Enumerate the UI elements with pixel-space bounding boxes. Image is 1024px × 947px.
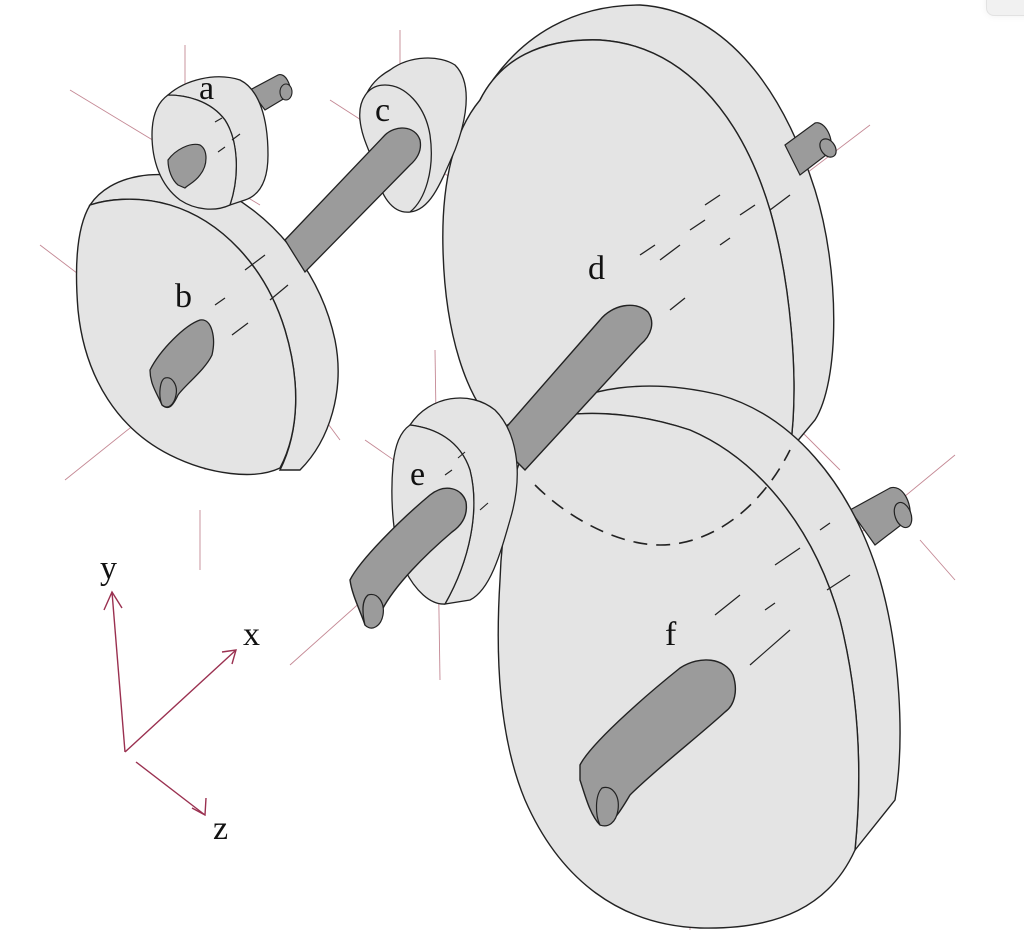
gear-e <box>349 397 518 629</box>
shaft-d <box>494 304 653 472</box>
corner-tab <box>986 0 1024 16</box>
y-axis-arrow <box>103 590 126 753</box>
label-gear-d: d <box>588 250 605 287</box>
label-gear-f: f <box>665 616 677 653</box>
label-axis-x: x <box>243 616 260 653</box>
gear-b <box>75 173 339 476</box>
label-gear-a: a <box>199 70 215 107</box>
z-axis-arrow <box>135 761 207 817</box>
gear-d <box>442 4 837 456</box>
label-gear-e: e <box>410 456 426 493</box>
label-axis-z: z <box>213 810 229 847</box>
gear-f <box>497 385 913 929</box>
axis-triad <box>103 590 237 817</box>
label-axis-y: y <box>100 550 117 587</box>
label-gear-b: b <box>175 278 192 315</box>
shaft-bc <box>284 127 422 274</box>
label-gear-c: c <box>375 92 391 129</box>
x-axis-arrow <box>124 649 237 753</box>
gear-a <box>151 73 293 210</box>
